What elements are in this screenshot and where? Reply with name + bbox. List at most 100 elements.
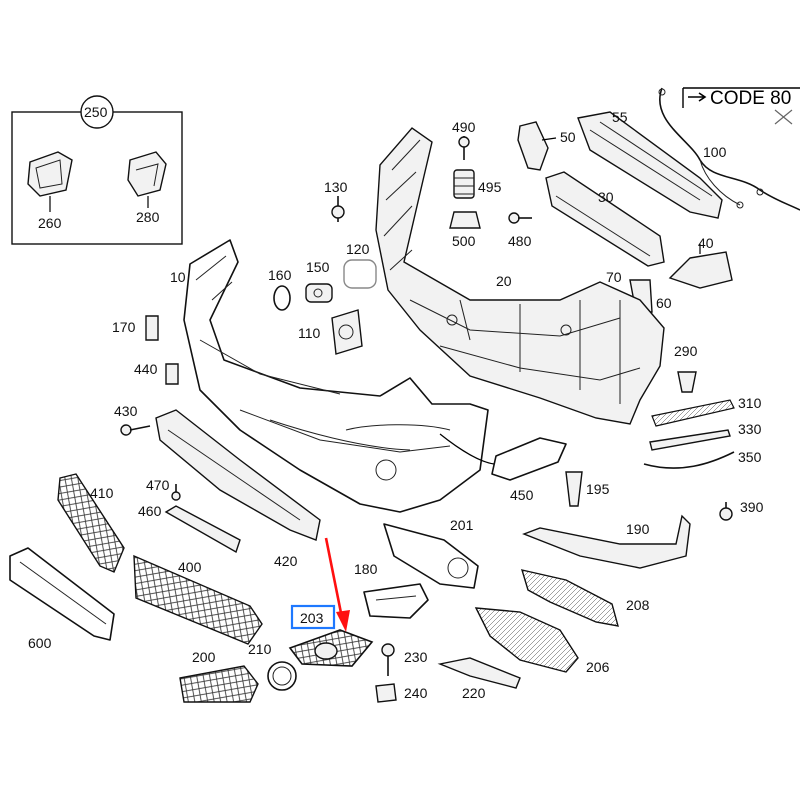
part-110-bracket (331, 309, 363, 355)
label-495: 495 (478, 179, 502, 195)
label-330: 330 (738, 421, 762, 437)
label-100: 100 (703, 144, 727, 160)
leader-450 (439, 433, 495, 465)
label-430: 430 (114, 403, 138, 419)
label-240: 240 (404, 685, 428, 701)
label-500: 500 (452, 233, 476, 249)
part-150-sensor (305, 283, 333, 303)
part-120-cover (343, 259, 377, 289)
part-450-cover (491, 437, 567, 481)
part-600-license-plate-holder (9, 547, 115, 641)
part-390-screw (719, 502, 733, 521)
label-220: 220 (462, 685, 486, 701)
part-20-bumper-carrier (375, 127, 665, 425)
part-55-energy-absorber (577, 111, 723, 219)
part-410-grille-side (57, 473, 125, 573)
label-440: 440 (134, 361, 158, 377)
label-200: 200 (192, 649, 216, 665)
part-480-screw (508, 212, 532, 224)
part-206-fog-frame (474, 607, 579, 673)
part-330-strip (649, 429, 731, 451)
label-150: 150 (306, 259, 330, 275)
label-201: 201 (450, 517, 474, 533)
part-280-bracket (127, 151, 167, 208)
label-420: 420 (274, 553, 298, 569)
label-50: 50 (560, 129, 576, 145)
part-190-trim-strip (522, 514, 691, 569)
label-400: 400 (178, 559, 202, 575)
label-210: 210 (248, 641, 272, 657)
part-500-holder (449, 211, 481, 229)
label-203: 203 (300, 610, 324, 626)
highlight-arrow-203 (324, 537, 350, 632)
label-20: 20 (496, 273, 512, 289)
label-480: 480 (508, 233, 532, 249)
part-230-screw (381, 643, 395, 676)
label-170: 170 (112, 319, 136, 335)
label-30: 30 (598, 189, 614, 205)
inset-box-250: 250 260 280 (11, 95, 183, 245)
part-201-fog-frame (383, 523, 479, 589)
label-160: 160 (268, 267, 292, 283)
part-200-grille-lower (179, 665, 259, 703)
label-110: 110 (298, 325, 321, 341)
label-230: 230 (404, 649, 428, 665)
part-10-bumper-cover (183, 239, 489, 513)
label-120: 120 (346, 241, 370, 257)
label-55: 55 (612, 109, 628, 125)
label-10: 10 (170, 269, 186, 285)
part-495-sensor (453, 169, 475, 199)
part-195-clip (565, 471, 583, 507)
code-note-text: CODE 80 (710, 88, 791, 109)
part-203-fog-grille (288, 629, 374, 667)
label-600: 600 (28, 635, 52, 651)
part-160-ring (273, 285, 291, 311)
label-350: 350 (738, 449, 762, 465)
part-460-strip (164, 505, 241, 554)
label-390: 390 (740, 499, 764, 515)
part-400-grille-center (133, 554, 263, 645)
label-40: 40 (698, 235, 714, 251)
part-130-clip (331, 196, 345, 222)
part-220-trim (437, 657, 521, 689)
label-260: 260 (38, 215, 62, 231)
part-100-wiring-harness (658, 87, 800, 211)
part-420-lower-spoiler (155, 409, 321, 541)
label-195: 195 (586, 481, 610, 497)
label-190: 190 (626, 521, 650, 537)
label-70: 70 (606, 269, 622, 285)
label-250: 250 (84, 104, 108, 120)
label-310: 310 (738, 395, 762, 411)
label-470: 470 (146, 477, 170, 493)
label-290: 290 (674, 343, 698, 359)
part-30-absorber (545, 171, 665, 267)
part-208-fog-frame (520, 569, 619, 627)
part-170-clip (145, 315, 159, 341)
label-208: 208 (626, 597, 650, 613)
part-40-bracket (668, 244, 733, 289)
part-430-screw (120, 424, 151, 436)
part-290-clip (677, 371, 697, 393)
part-350-strip (643, 451, 735, 469)
part-470-clip (171, 484, 181, 501)
label-206: 206 (586, 659, 610, 675)
label-180: 180 (354, 561, 378, 577)
part-490-clip (458, 136, 470, 160)
part-210-ring (267, 661, 297, 691)
label-450: 450 (510, 487, 534, 503)
part-180-fog-frame (363, 583, 429, 619)
label-460: 460 (138, 503, 162, 519)
part-440-bracket (165, 363, 179, 385)
label-490: 490 (452, 119, 476, 135)
label-60: 60 (656, 295, 672, 311)
part-310-strip (651, 399, 735, 427)
part-240-clip (375, 683, 397, 703)
label-280: 280 (136, 209, 160, 225)
code-note: CODE 80 (682, 87, 800, 125)
highlight-box-203 (290, 604, 336, 630)
part-260-bracket (27, 151, 73, 212)
part-50-bracket (517, 121, 557, 171)
label-130: 130 (324, 179, 348, 195)
